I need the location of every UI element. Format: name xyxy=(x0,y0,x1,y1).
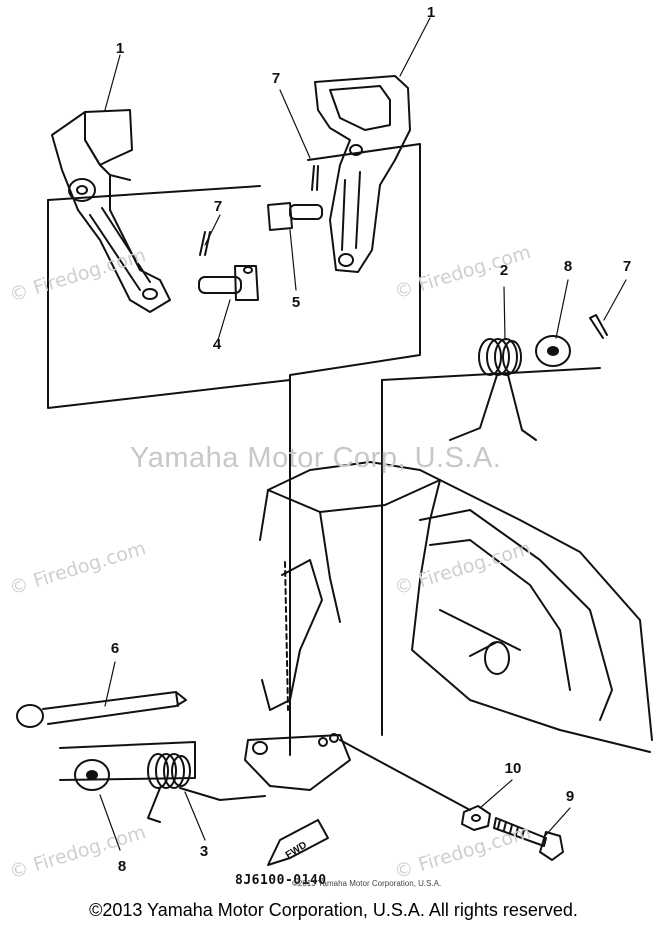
assembly-frame-stem xyxy=(289,379,383,756)
callout-7-right: 7 xyxy=(622,258,632,275)
spring-part-3 xyxy=(147,753,266,823)
callout-7-left: 7 xyxy=(213,198,223,215)
left-bracket xyxy=(51,109,171,313)
callout-7-top: 7 xyxy=(271,70,281,87)
callout-8-top: 8 xyxy=(563,258,573,275)
bolt-part-9 xyxy=(493,817,564,861)
callout-4: 4 xyxy=(212,336,222,353)
shaft-part-6 xyxy=(16,691,187,728)
swing-arm xyxy=(244,461,653,811)
callout-1-left: 1 xyxy=(115,40,125,57)
assembly-frame-upper xyxy=(47,143,421,409)
callout-5: 5 xyxy=(291,294,301,311)
washer-part-8-top xyxy=(535,335,571,367)
callout-8-lower: 8 xyxy=(117,858,127,875)
callout-10: 10 xyxy=(504,760,522,777)
callout-1-right: 1 xyxy=(426,4,436,21)
pin-part-4 xyxy=(198,231,259,301)
callout-2: 2 xyxy=(499,262,509,279)
callout-9: 9 xyxy=(565,788,575,805)
fwd-arrow xyxy=(267,819,329,866)
leader-lines xyxy=(99,17,627,851)
washer-part-8-lower xyxy=(74,759,110,791)
callout-3: 3 xyxy=(199,843,209,860)
nut-part-10 xyxy=(461,805,491,831)
center-watermark: Yamaha Motor Corp, U.S.A. xyxy=(130,442,502,474)
small-copyright: ©2013 Yamaha Motor Corporation, U.S.A. xyxy=(292,879,442,888)
callout-6: 6 xyxy=(110,640,120,657)
footer-copyright: ©2013 Yamaha Motor Corporation, U.S.A. A… xyxy=(89,900,578,920)
right-bracket xyxy=(314,75,411,273)
spring-part-2 xyxy=(449,338,537,441)
part-number: 8J6100-0140 xyxy=(235,873,327,888)
cotter-part-7-right xyxy=(589,314,608,339)
pin-part-5 xyxy=(267,165,323,231)
